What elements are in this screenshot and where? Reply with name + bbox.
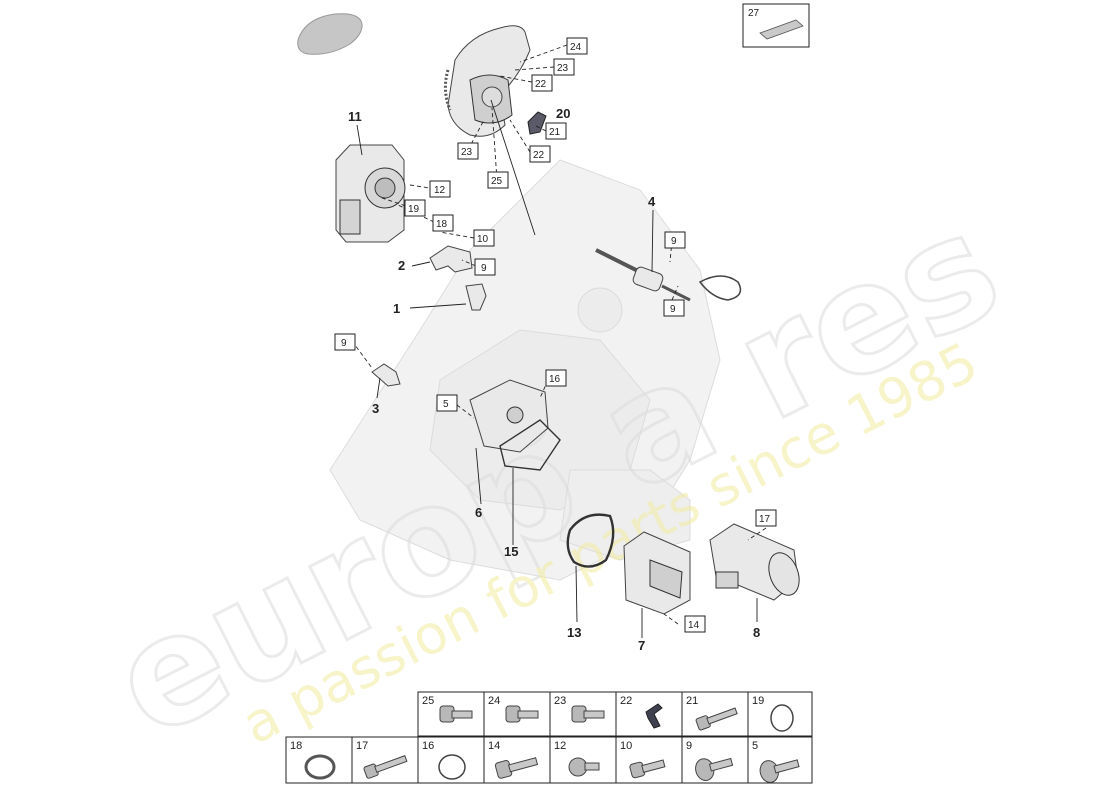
callout-9-center: 9 [481, 263, 487, 274]
washer-icon [304, 754, 336, 780]
hw-label-12: 12 [554, 740, 566, 752]
hw-label-14: 14 [488, 740, 500, 752]
callout-17: 17 [759, 514, 771, 525]
callout-1: 1 [393, 301, 400, 316]
callout-22-top: 22 [535, 79, 547, 90]
clip-icon [645, 703, 663, 729]
long-bolt-icon [695, 707, 738, 731]
callout-23-right: 23 [557, 63, 569, 74]
part-8-motor [709, 523, 800, 601]
bolt-icon [505, 705, 539, 723]
hw-cell-21: 21 [681, 691, 749, 737]
hw-cell-17: 17 [351, 736, 419, 784]
callout-19: 19 [408, 204, 420, 215]
o-ring-icon [438, 754, 466, 780]
callout-8: 8 [753, 625, 760, 640]
callout-22-bottom: 22 [533, 150, 545, 161]
hw-cell-22: 22 [615, 691, 683, 737]
callout-11: 11 [348, 109, 362, 124]
callout-20: 20 [556, 106, 570, 121]
callout-3: 3 [372, 401, 379, 416]
flange-bolt-icon [759, 759, 800, 783]
long-bolt-icon [363, 755, 408, 779]
callout-16: 16 [549, 374, 561, 385]
part-27-inset: 27 [742, 3, 810, 48]
hw-label-21: 21 [686, 695, 698, 707]
hw-cell-19: 19 [747, 691, 813, 737]
hw-label-23: 23 [554, 695, 566, 707]
part-27-label: 27 [748, 8, 760, 19]
hw-cell-9: 9 [681, 736, 749, 784]
hw-cell-25: 25 [417, 691, 485, 737]
callout-9-left: 9 [341, 338, 347, 349]
callout-6: 6 [475, 505, 482, 520]
part-13-seal [566, 513, 615, 568]
callout-13: 13 [567, 625, 581, 640]
hw-cell-24: 24 [483, 691, 551, 737]
bolt-icon [571, 705, 605, 723]
part-20-sensor [527, 111, 547, 135]
hw-label-25: 25 [422, 695, 434, 707]
callout-25: 25 [491, 176, 503, 187]
flange-bolt-icon [695, 757, 734, 781]
hw-cell-10: 10 [615, 736, 683, 784]
hw-label-19: 19 [752, 695, 764, 707]
hw-label-5: 5 [752, 740, 758, 752]
part-4-shift-rod [595, 248, 742, 302]
bolt-icon [439, 705, 473, 723]
hardware-table-bottom-row: 18 17 16 14 12 [285, 736, 813, 784]
hw-label-16: 16 [422, 740, 434, 752]
callout-18: 18 [436, 219, 448, 230]
callout-10: 10 [477, 234, 489, 245]
callout-14: 14 [688, 620, 700, 631]
hw-label-24: 24 [488, 695, 500, 707]
callout-23-left: 23 [461, 147, 473, 158]
hw-cell-14: 14 [483, 736, 551, 784]
shift-drum-assembly [443, 25, 531, 137]
hardware-table-top-row: 25 24 23 22 21 [417, 691, 813, 737]
hw-cell-12: 12 [549, 736, 617, 784]
part-11-actuator [335, 144, 406, 243]
hw-cell-23: 23 [549, 691, 617, 737]
hw-cell-5: 5 [747, 736, 813, 784]
callout-4: 4 [648, 194, 656, 209]
short-bolt-icon [568, 757, 600, 777]
hw-label-22: 22 [620, 695, 632, 707]
callout-21: 21 [549, 127, 561, 138]
callout-12: 12 [434, 185, 446, 196]
part-1-sensor [465, 283, 487, 311]
callout-15: 15 [504, 544, 518, 559]
hardware-table: 25 24 23 22 21 [285, 691, 813, 784]
callout-5: 5 [443, 399, 449, 410]
hw-label-18: 18 [290, 740, 302, 752]
part-7-cover [623, 531, 691, 615]
leader-lines [351, 44, 767, 638]
hw-label-10: 10 [620, 740, 632, 752]
o-ring-icon [770, 704, 794, 732]
part-2-bracket [429, 245, 473, 273]
hw-label-17: 17 [356, 740, 368, 752]
part-15-gasket [499, 419, 561, 471]
callout-9-lower: 9 [670, 304, 676, 315]
callout-9-top: 9 [671, 236, 677, 247]
part-3-sensor [371, 363, 401, 387]
sealant-part-icon [297, 13, 363, 55]
adhesive-tape-icon [759, 19, 804, 40]
bolt-icon [494, 757, 539, 779]
hw-cell-16: 16 [417, 736, 485, 784]
hw-cell-18: 18 [285, 736, 353, 784]
callout-7: 7 [638, 638, 645, 653]
callout-24: 24 [570, 42, 582, 53]
callouts: 1 2 3 4 5 6 7 8 9 9 9 9 10 11 12 13 14 1… [334, 37, 777, 653]
callout-2: 2 [398, 258, 405, 273]
bolt-icon [629, 759, 666, 779]
hw-label-9: 9 [686, 740, 692, 752]
